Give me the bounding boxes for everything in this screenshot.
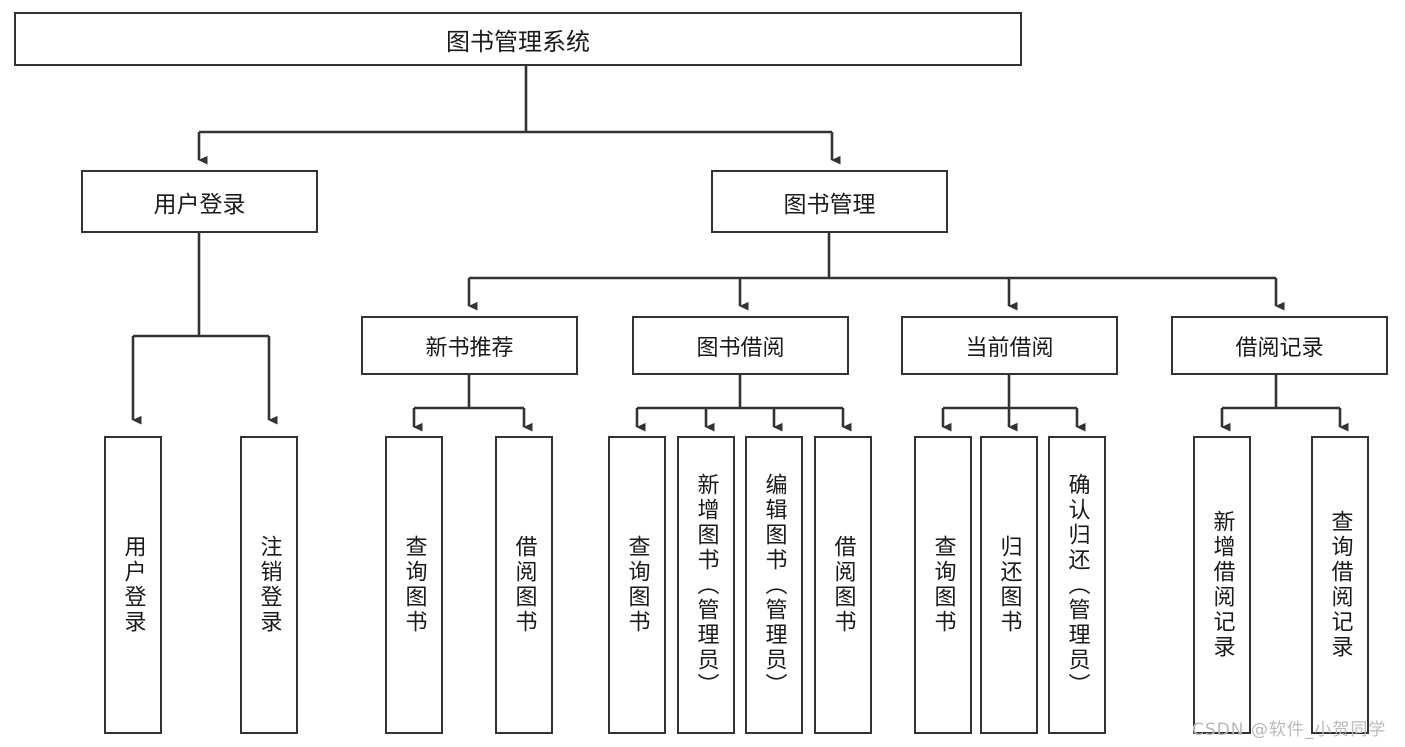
node-user-login[interactable]: 用户登录 [81, 170, 318, 233]
node-borrow-record[interactable]: 借阅记录 [1171, 316, 1388, 375]
leaf-user-login-login-label: 用户登录 [120, 535, 146, 635]
node-current-borrow-label: 当前借阅 [965, 335, 1054, 361]
leaf-current-return-book[interactable]: 归还图书 [980, 436, 1038, 734]
node-book-management[interactable]: 图书管理 [711, 170, 948, 233]
leaf-borrow-edit-book-admin-label: 编辑图书（管理员） [761, 472, 787, 698]
csdn-watermark: CSDN @软件_小贺同学 [1192, 720, 1387, 740]
leaf-record-query-record-label: 查询借阅记录 [1327, 510, 1353, 660]
node-new-book-recommend[interactable]: 新书推荐 [361, 316, 578, 375]
leaf-current-query-book[interactable]: 查询图书 [914, 436, 972, 734]
node-book-borrow[interactable]: 图书借阅 [632, 316, 849, 375]
leaf-borrow-add-book-admin[interactable]: 新增图书（管理员） [677, 436, 735, 734]
leaf-borrow-query-book-label: 查询图书 [624, 535, 650, 635]
leaf-recommend-borrow-book[interactable]: 借阅图书 [495, 436, 553, 734]
leaf-borrow-borrow-book[interactable]: 借阅图书 [814, 436, 872, 734]
leaf-recommend-query-book-label: 查询图书 [401, 535, 427, 635]
leaf-recommend-borrow-book-label: 借阅图书 [511, 535, 537, 635]
leaf-recommend-query-book[interactable]: 查询图书 [385, 436, 443, 734]
leaf-record-add-record-label: 新增借阅记录 [1209, 510, 1235, 660]
leaf-borrow-add-book-admin-label: 新增图书（管理员） [693, 472, 719, 698]
leaf-record-add-record[interactable]: 新增借阅记录 [1193, 436, 1251, 734]
node-new-book-recommend-label: 新书推荐 [425, 335, 514, 361]
node-user-login-label: 用户登录 [153, 191, 246, 218]
leaf-borrow-borrow-book-label: 借阅图书 [830, 535, 856, 635]
node-current-borrow[interactable]: 当前借阅 [901, 316, 1118, 375]
leaf-current-query-book-label: 查询图书 [930, 535, 956, 635]
leaf-user-login-logout-label: 注销登录 [256, 535, 282, 635]
leaf-borrow-edit-book-admin[interactable]: 编辑图书（管理员） [745, 436, 803, 734]
node-root[interactable]: 图书管理系统 [14, 12, 1022, 66]
node-borrow-record-label: 借阅记录 [1235, 335, 1324, 361]
leaf-user-login-login[interactable]: 用户登录 [104, 436, 162, 734]
leaf-current-confirm-return-admin[interactable]: 确认归还（管理员） [1048, 436, 1106, 734]
node-book-borrow-label: 图书借阅 [696, 335, 785, 361]
node-root-label: 图书管理系统 [446, 27, 590, 56]
leaf-record-query-record[interactable]: 查询借阅记录 [1311, 436, 1369, 734]
leaf-borrow-query-book[interactable]: 查询图书 [608, 436, 666, 734]
leaf-current-return-book-label: 归还图书 [996, 535, 1022, 635]
node-book-management-label: 图书管理 [783, 191, 876, 218]
leaf-user-login-logout[interactable]: 注销登录 [240, 436, 298, 734]
leaf-current-confirm-return-admin-label: 确认归还（管理员） [1064, 472, 1090, 698]
